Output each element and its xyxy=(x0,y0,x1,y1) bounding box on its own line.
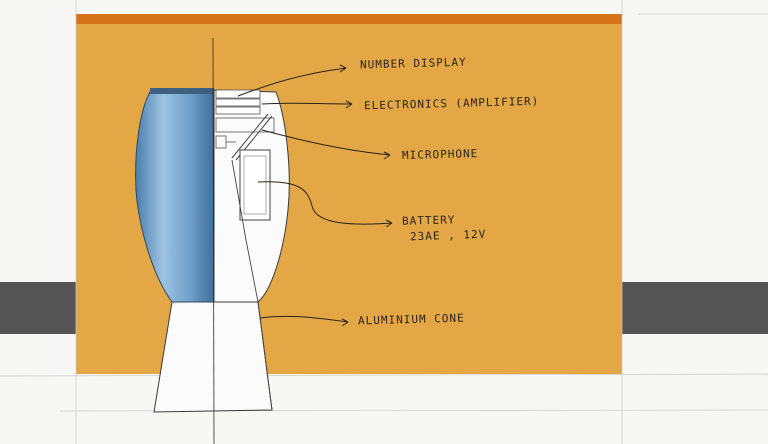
leader-electronics xyxy=(261,102,353,105)
battery-component xyxy=(239,149,271,221)
callout-battery-spec: 23AE , 12V xyxy=(409,227,487,244)
number-display-component xyxy=(215,89,261,115)
body-top-lip xyxy=(150,88,214,94)
gray-band-left xyxy=(0,282,76,334)
leader-number-display xyxy=(237,67,347,97)
battery-inner xyxy=(243,155,267,215)
callout-number-display: NUMBER DISPLAY xyxy=(359,55,467,72)
gray-band-right xyxy=(622,282,768,334)
speaker-body-shell xyxy=(135,89,215,303)
callout-aluminium-cone: ALUMINIUM CONE xyxy=(357,311,465,328)
leader-microphone xyxy=(261,129,391,156)
inner-cone-line xyxy=(231,159,273,411)
callout-microphone: MICROPHONE xyxy=(401,147,479,162)
leader-lines xyxy=(237,64,393,327)
callout-battery: BATTERY xyxy=(401,213,456,228)
leader-battery xyxy=(257,181,393,225)
leader-aluminium-cone xyxy=(259,315,349,323)
orange-top-strip xyxy=(76,14,622,24)
center-axis-line xyxy=(212,37,215,444)
aluminium-cone-base xyxy=(153,301,273,413)
electronics-amplifier-component xyxy=(215,117,275,149)
